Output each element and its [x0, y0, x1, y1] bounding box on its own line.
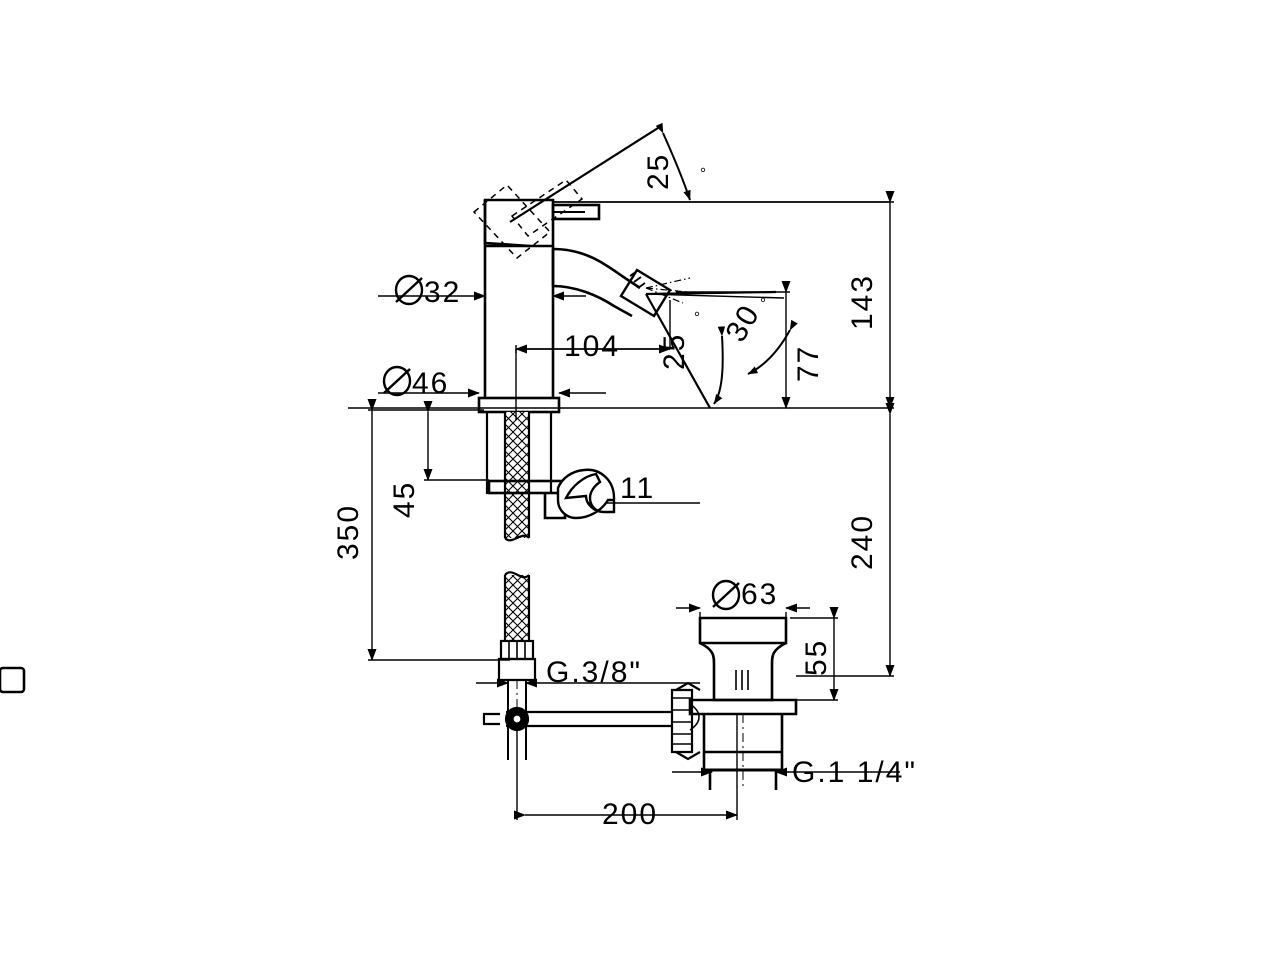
spout-top: [552, 247, 641, 290]
spout-bottom: [552, 284, 633, 318]
angle-25spray-leg: [645, 293, 711, 409]
svg-text:°: °: [694, 309, 702, 326]
waste-nut-caps: [675, 681, 701, 761]
pivot-hole: [511, 713, 523, 725]
angle-25spray-ref: [645, 290, 777, 296]
drain-barrel: [702, 714, 784, 770]
nozzle-body: [619, 268, 672, 318]
label-angle-25-spray: 25 °: [658, 309, 702, 370]
angle-30-leg: [645, 293, 785, 299]
dimension-texts: 32 46 104 77 143 240 350 45 11 G.3/8" 63…: [332, 153, 917, 831]
rod-end: [482, 712, 500, 726]
svg-text:25: 25: [658, 333, 691, 370]
wrench-icon: [556, 468, 616, 520]
drain-knurl-ribs: [735, 670, 749, 690]
angle-25spray-arc: [713, 326, 726, 405]
label-104: 104: [564, 330, 620, 363]
d32-slash: [395, 277, 423, 303]
hose-edges-lower: [503, 575, 531, 641]
waste-drain: [0, 616, 798, 790]
pop-up-linkage: [482, 706, 672, 732]
handle-ghost-box: [472, 183, 552, 260]
dim-d63-ext: [699, 612, 787, 618]
label-240: 240: [846, 514, 879, 570]
spray-center-lines: [645, 277, 691, 304]
svg-text:25: 25: [642, 153, 675, 190]
handle-lifted-ghost: [472, 179, 584, 260]
lift-rod: [506, 710, 672, 728]
drain-neck: [699, 641, 787, 702]
faucet-body: [483, 198, 601, 398]
label-11: 11: [620, 472, 655, 505]
angle-dimensions: [509, 122, 890, 409]
label-g114: G.1 1/4": [792, 756, 917, 789]
label-angle-30-spray: 30 °: [719, 295, 768, 348]
d46-slash: [383, 368, 411, 394]
label-d63-text: 63: [741, 578, 778, 611]
label-143: 143: [846, 274, 879, 330]
hose-edges-upper: [503, 412, 531, 538]
coupling-nut: [497, 657, 537, 682]
column-outline: [483, 246, 555, 398]
escutcheon: [477, 396, 561, 414]
label-55: 55: [800, 639, 833, 676]
drain-flange: [688, 698, 798, 716]
waste-nut-body: [670, 688, 694, 754]
waste-nut-ribs: [672, 697, 692, 745]
ferrule-ribs: [508, 641, 526, 659]
diameter-symbols: [382, 274, 741, 611]
nozzle-ribs: [629, 270, 646, 289]
hose-break-upper: [504, 534, 530, 542]
spout: [551, 247, 641, 318]
label-g38: G.3/8": [546, 656, 642, 689]
hose-braid-upper: [505, 412, 529, 538]
handle-housing-bevel: [483, 200, 531, 248]
label-45: 45: [388, 481, 421, 518]
angle-30-arc: [747, 319, 798, 375]
d32-circle: [394, 274, 424, 306]
angle-25top-arc: [655, 122, 691, 201]
handle-ghost-lever: [510, 179, 584, 238]
svg-text:°: °: [700, 165, 708, 182]
dimension-lines: [348, 191, 900, 820]
label-d32-text: 32: [424, 276, 461, 309]
d63-slash: [712, 582, 740, 608]
d63-circle: [711, 579, 741, 611]
label-d46-text: 46: [412, 367, 449, 400]
label-angle-25-top: 25 °: [642, 153, 708, 190]
drain-knurl: [0, 666, 26, 694]
wrench-icon-shape: [556, 468, 616, 520]
angle-25top-leg: [509, 127, 659, 223]
svg-text:°: °: [760, 295, 768, 312]
d46-circle: [382, 365, 412, 397]
hose-braid-lower: [505, 575, 529, 641]
mounting-base: [477, 396, 571, 542]
hose-break-lower: [504, 571, 530, 579]
label-350: 350: [332, 504, 365, 560]
handle-housing: [483, 198, 555, 248]
drain-cap: [698, 616, 788, 645]
label-200: 200: [602, 798, 658, 831]
waste-lock-nut: [670, 681, 701, 761]
label-77: 77: [792, 345, 825, 382]
